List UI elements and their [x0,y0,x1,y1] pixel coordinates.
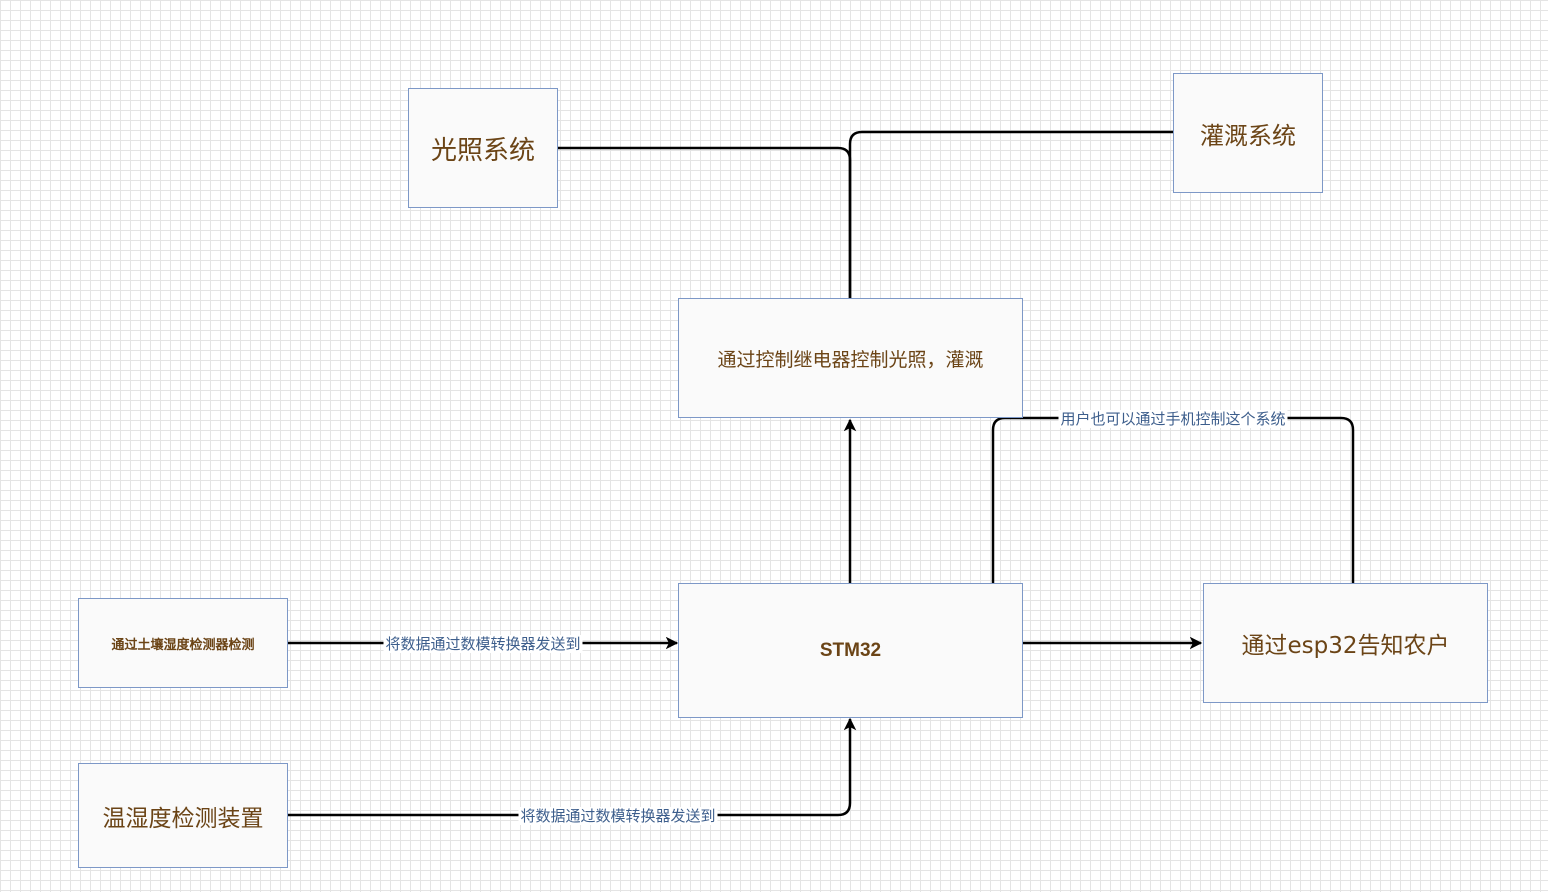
lighting-system-label: 光照系统 [430,135,535,166]
esp32-notify-node[interactable]: 通过esp32告知农户 [1203,583,1488,703]
edge-temp-to-stm32 [288,717,857,817]
esp32-notify-label: 通过esp32告知农户 [1241,633,1450,659]
lighting-system-node[interactable]: 光照系统 [408,88,558,208]
relay-control-label: 通过控制继电器控制光照，灌溉 [717,348,984,371]
relay-control-node[interactable]: 通过控制继电器控制光照，灌溉 [678,298,1023,418]
temp-humidity-node[interactable]: 温湿度检测装置 [78,763,288,868]
irrigation-system-label: 灌溉系统 [1200,121,1296,150]
stm32-node[interactable]: STM32 [678,583,1023,718]
temp-humidity-label: 温湿度检测装置 [102,805,264,832]
stm32-label: STM32 [819,639,882,661]
phone-control-edge-label: 用户也可以通过手机控制这个系统 [1058,410,1288,428]
edge-phone-control [991,416,1355,583]
edge-relay-to-irrigation [848,130,1173,298]
soil-sensor-node[interactable]: 通过土壤湿度检测器检测 [78,598,288,688]
soil-edge-label: 将数据通过数模转换器发送到 [383,635,583,653]
irrigation-system-node[interactable]: 灌溉系统 [1173,73,1323,193]
soil-sensor-label: 通过土壤湿度检测器检测 [111,637,255,653]
edge-relay-to-lighting [558,146,852,298]
temp-edge-label: 将数据通过数模转换器发送到 [518,807,718,825]
